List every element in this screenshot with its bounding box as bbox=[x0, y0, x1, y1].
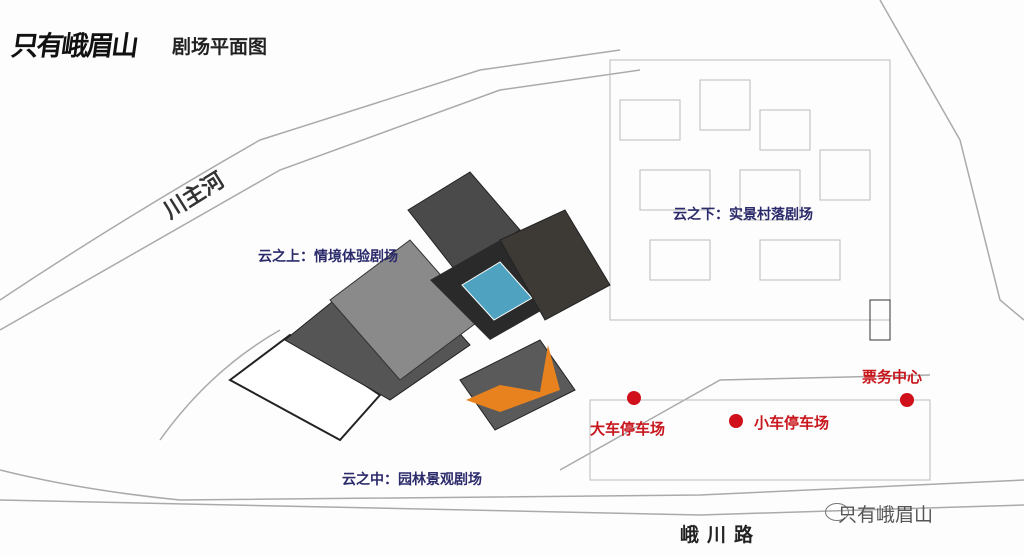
road-edge bbox=[0, 499, 1024, 516]
road-edge bbox=[0, 469, 1024, 501]
brand-logo: 只有峨眉山 bbox=[9, 31, 139, 62]
village-blocks bbox=[609, 59, 891, 321]
ticket-center-label: 票务中心 bbox=[862, 368, 923, 386]
garden-stage-outline bbox=[228, 333, 382, 442]
wechat-icon bbox=[825, 503, 849, 521]
road-label: 峨川路 bbox=[680, 524, 762, 546]
parking-lot bbox=[589, 399, 931, 481]
path bbox=[559, 374, 931, 471]
car-parking-label: 小车停车场 bbox=[754, 414, 830, 432]
stairs bbox=[869, 299, 891, 341]
river-bank bbox=[0, 49, 621, 301]
theater-label-amid-clouds: 云之中：园林景观剧场 bbox=[342, 472, 482, 488]
path bbox=[159, 329, 281, 441]
central-pool bbox=[461, 261, 533, 321]
river-bank bbox=[0, 69, 641, 331]
orange-stage bbox=[466, 345, 560, 412]
theater-label-below-clouds: 云之下：实景村落剧场 bbox=[673, 207, 813, 223]
road-edge bbox=[879, 0, 1024, 321]
car-parking-marker bbox=[729, 414, 743, 428]
page-title: 剧场平面图 bbox=[172, 36, 268, 58]
village-houses bbox=[619, 79, 871, 281]
ticket-center-marker bbox=[900, 393, 914, 407]
bus-parking-label: 大车停车场 bbox=[590, 420, 666, 438]
watermark: 只有峨眉山 bbox=[838, 504, 934, 526]
bus-parking-marker bbox=[627, 391, 641, 405]
hall-village bbox=[499, 209, 611, 321]
theater-label-above-clouds: 云之上：情境体验剧场 bbox=[258, 249, 398, 265]
